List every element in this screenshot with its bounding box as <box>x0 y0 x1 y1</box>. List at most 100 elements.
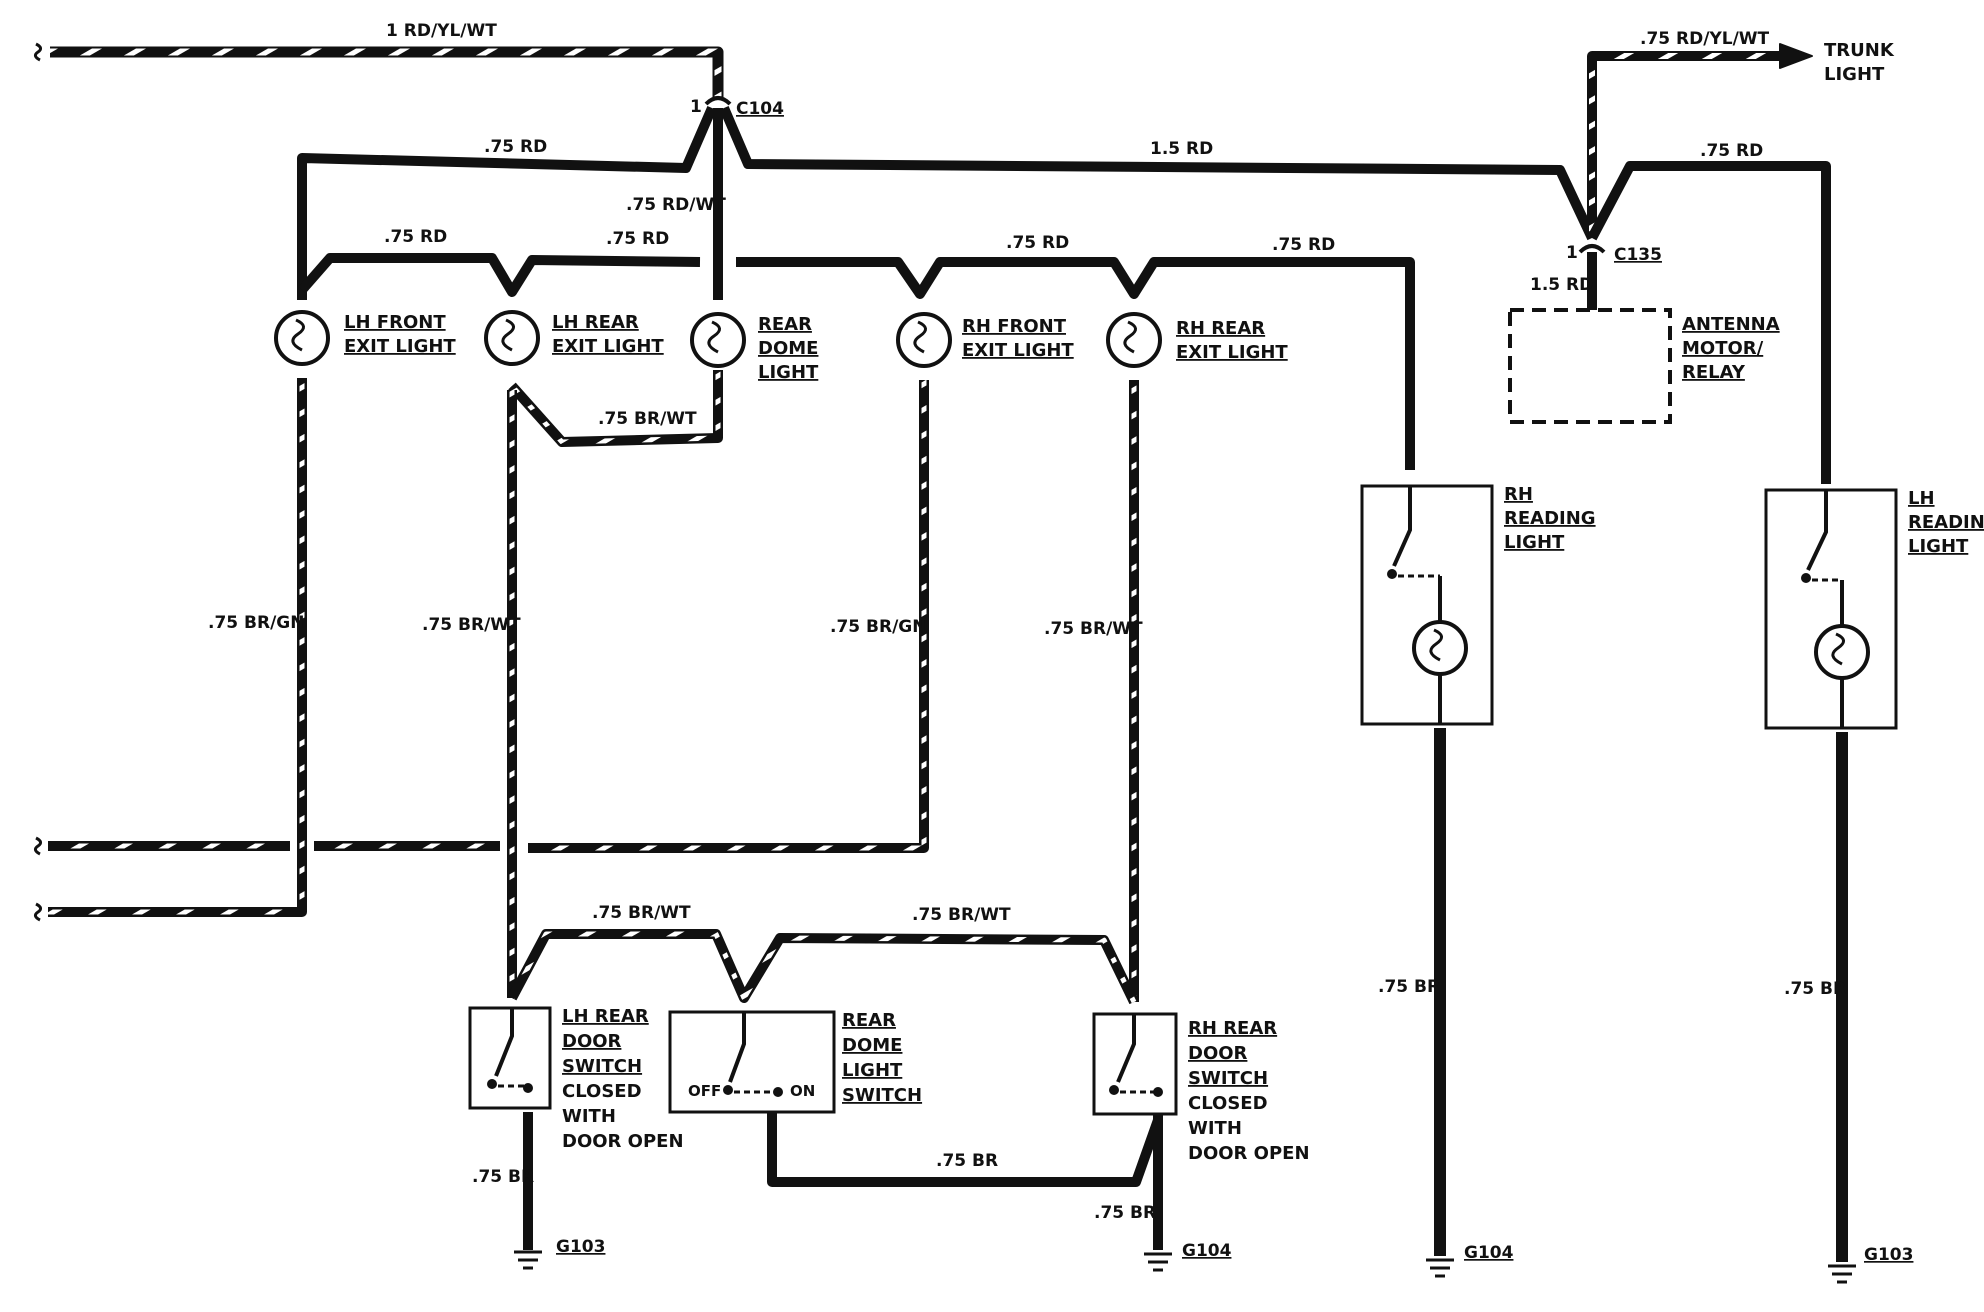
svg-text:LIGHT: LIGHT <box>758 362 819 383</box>
svg-text:.75 BR/WT: .75 BR/WT <box>1044 619 1143 639</box>
svg-text:C104: C104 <box>736 99 784 119</box>
svg-text:C135: C135 <box>1614 245 1662 265</box>
svg-text:.75 BR/WT: .75 BR/WT <box>592 903 691 923</box>
svg-text:REAR: REAR <box>842 1010 896 1031</box>
svg-text:.75 RD/WT: .75 RD/WT <box>626 195 726 215</box>
wire-lh-front-to-lh-rear <box>298 253 701 297</box>
svg-text:1.5 RD: 1.5 RD <box>1530 275 1593 295</box>
svg-text:LIGHT: LIGHT <box>1908 536 1969 557</box>
wire-c104-to-lh-front <box>297 106 717 300</box>
svg-text:.75 RD: .75 RD <box>606 229 669 249</box>
ground-g104-mid: G104 <box>1144 1241 1232 1272</box>
svg-text:1.5 RD: 1.5 RD <box>1150 139 1213 159</box>
lh-rear-door-switch: LH REAR DOOR SWITCH CLOSED WITH DOOR OPE… <box>468 1006 684 1152</box>
lh-reading-light: LH READING LIGHT <box>1764 488 1984 730</box>
ground-g104-right: G104 <box>1426 1243 1514 1278</box>
svg-text:DOME: DOME <box>758 338 818 359</box>
ground-g103-right: G103 <box>1828 1245 1913 1284</box>
svg-text:LIGHT: LIGHT <box>842 1060 903 1081</box>
wire-rh-front-down <box>528 380 929 853</box>
svg-text:.75 RD: .75 RD <box>1006 233 1069 253</box>
svg-text:LH REAR: LH REAR <box>552 312 639 333</box>
rear-dome-light-switch: OFF ON REAR DOME LIGHT SWITCH <box>668 1010 922 1114</box>
wire-dome-jumper <box>508 370 723 447</box>
svg-text:.75 RD: .75 RD <box>1272 235 1335 255</box>
rh-rear-exit-light: RH REAR EXIT LIGHT <box>1106 312 1288 368</box>
wire-lh-front-down <box>33 378 307 922</box>
svg-text:READING: READING <box>1908 512 1984 533</box>
connector-c135: 1 C135 <box>1566 243 1662 265</box>
svg-text:ON: ON <box>790 1082 815 1100</box>
wire-dome-sw-to-rh-ground <box>767 1112 1163 1187</box>
rh-front-exit-light: RH FRONT EXIT LIGHT <box>896 312 1074 368</box>
svg-text:.75 BR/GN: .75 BR/GN <box>208 613 304 633</box>
svg-text:.75 BR/WT: .75 BR/WT <box>422 615 521 635</box>
svg-text:DOOR OPEN: DOOR OPEN <box>562 1131 684 1152</box>
svg-text:READING: READING <box>1504 508 1596 529</box>
wire-c135-to-lh-reading <box>1587 161 1831 484</box>
ground-g103-left: G103 <box>514 1237 605 1270</box>
svg-text:G104: G104 <box>1464 1243 1514 1263</box>
svg-text:LIGHT: LIGHT <box>1504 532 1565 553</box>
svg-text:G103: G103 <box>1864 1245 1913 1265</box>
svg-text:G104: G104 <box>1182 1241 1232 1261</box>
svg-text:EXIT LIGHT: EXIT LIGHT <box>1176 342 1288 363</box>
svg-text:.75 BR/WT: .75 BR/WT <box>912 905 1011 925</box>
rh-rear-door-switch: RH REAR DOOR SWITCH CLOSED WITH DOOR OPE… <box>1092 1012 1310 1164</box>
svg-text:LIGHT: LIGHT <box>1824 64 1885 85</box>
svg-text:.75 RD: .75 RD <box>1700 141 1763 161</box>
svg-text:ANTENNA: ANTENNA <box>1682 314 1780 335</box>
svg-text:.75 RD/YL/WT: .75 RD/YL/WT <box>1640 29 1770 49</box>
svg-text:.75 BR/WT: .75 BR/WT <box>598 409 697 429</box>
svg-text:EXIT LIGHT: EXIT LIGHT <box>552 336 664 357</box>
svg-text:DOOR: DOOR <box>562 1031 622 1052</box>
antenna-motor-relay: ANTENNA MOTOR/ RELAY <box>1508 308 1780 424</box>
svg-text:1: 1 <box>1566 243 1578 263</box>
rh-reading-light: RH READING LIGHT <box>1360 484 1596 726</box>
svg-text:RH: RH <box>1504 484 1533 505</box>
svg-text:LH REAR: LH REAR <box>562 1006 649 1027</box>
svg-text:1 RD/YL/WT: 1 RD/YL/WT <box>386 21 497 41</box>
svg-text:WITH: WITH <box>562 1106 616 1127</box>
svg-text:LH FRONT: LH FRONT <box>344 312 446 333</box>
svg-text:CLOSED: CLOSED <box>562 1081 642 1102</box>
svg-text:MOTOR/: MOTOR/ <box>1682 338 1764 359</box>
wire-top-feed <box>33 42 724 100</box>
svg-text:G103: G103 <box>556 1237 605 1257</box>
svg-text:REAR: REAR <box>758 314 812 335</box>
svg-text:RH FRONT: RH FRONT <box>962 316 1067 337</box>
svg-text:SWITCH: SWITCH <box>562 1056 642 1077</box>
svg-text:EXIT LIGHT: EXIT LIGHT <box>344 336 456 357</box>
svg-text:.75 RD: .75 RD <box>384 227 447 247</box>
wire-door-switch-bridge <box>507 929 1139 1005</box>
svg-text:TRUNK: TRUNK <box>1824 40 1895 61</box>
svg-text:EXIT LIGHT: EXIT LIGHT <box>962 340 1074 361</box>
lh-front-exit-light: LH FRONT EXIT LIGHT <box>274 310 456 366</box>
svg-text:LH: LH <box>1908 488 1935 509</box>
svg-text:RH REAR: RH REAR <box>1176 318 1265 339</box>
svg-text:RH REAR: RH REAR <box>1188 1018 1277 1039</box>
svg-text:DOOR: DOOR <box>1188 1043 1248 1064</box>
svg-text:SWITCH: SWITCH <box>842 1085 922 1106</box>
svg-text:.75 BR: .75 BR <box>936 1151 998 1171</box>
svg-text:.75 BR/GN: .75 BR/GN <box>830 617 926 637</box>
svg-text:WITH: WITH <box>1188 1118 1242 1139</box>
svg-text:.75 BR: .75 BR <box>1378 977 1440 997</box>
svg-text:DOOR OPEN: DOOR OPEN <box>1188 1143 1310 1164</box>
wire-mid-rh-front-rear <box>736 257 1415 470</box>
wires <box>33 42 1848 1262</box>
svg-text:.75 BR: .75 BR <box>1784 979 1846 999</box>
svg-text:1: 1 <box>690 97 702 117</box>
wire-trunk-feed <box>1587 43 1813 238</box>
connector-c104: 1 C104 <box>690 96 784 119</box>
trunk-light-label: TRUNK LIGHT <box>1824 40 1895 85</box>
lh-rear-exit-light: LH REAR EXIT LIGHT <box>484 310 664 366</box>
wire-horizontal-harness <box>33 836 500 856</box>
svg-text:CLOSED: CLOSED <box>1188 1093 1268 1114</box>
rear-dome-light: REAR DOME LIGHT <box>690 312 819 383</box>
svg-text:OFF: OFF <box>688 1082 721 1100</box>
svg-text:SWITCH: SWITCH <box>1188 1068 1268 1089</box>
svg-text:RELAY: RELAY <box>1682 362 1746 383</box>
svg-text:.75 RD: .75 RD <box>484 137 547 157</box>
